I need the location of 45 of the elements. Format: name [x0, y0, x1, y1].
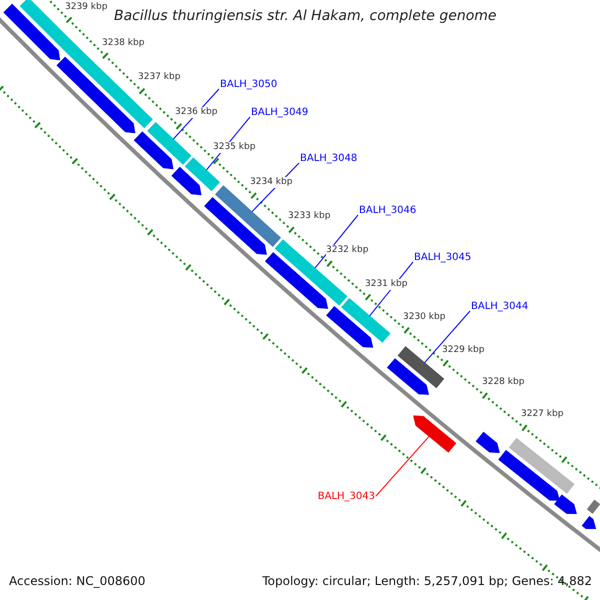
tick-label: 3231 kbp: [365, 279, 408, 290]
feature-bar: [214, 185, 282, 247]
footer-text: Topology: circular; Length: 5,257,091 bp; Genes: 4,882: [262, 574, 592, 588]
feature-bar: [586, 500, 600, 514]
gene-feature: [413, 415, 456, 453]
tick-label: 3228 kbp: [482, 377, 524, 388]
gene-label: BALH_3050: [220, 79, 278, 91]
leader-line: [376, 436, 430, 496]
feature-bar: [274, 239, 348, 306]
tick-label: 3229 kbp: [442, 345, 484, 356]
feature-bar: [147, 122, 192, 165]
gene-label: BALH_3049: [251, 107, 308, 119]
tick-label: 3232 kbp: [326, 245, 368, 256]
tick-label: 3230 kbp: [403, 312, 446, 323]
gene-feature: [264, 252, 328, 309]
gene-feature: [582, 516, 596, 530]
tick-label: 3237 kbp: [138, 72, 180, 83]
gene-feature: [386, 358, 429, 395]
footer-text: Accession: NC_008600: [9, 574, 146, 588]
gene-feature: [326, 306, 374, 348]
gene-label: BALH_3045: [414, 252, 472, 264]
gene-feature: [56, 56, 136, 134]
gene-label: BALH_3044: [471, 301, 528, 313]
tick-label: 3235 kbp: [213, 142, 256, 153]
gene-feature: [476, 432, 500, 453]
leader-line: [424, 310, 470, 364]
tick-label: 3233 kbp: [288, 211, 330, 222]
gene-feature: [498, 450, 560, 501]
feature-bar: [508, 438, 575, 494]
tick-label: 3227 kbp: [521, 409, 564, 420]
gene-label: BALH_3046: [359, 205, 416, 217]
tick-label: 3236 kbp: [175, 107, 218, 118]
gene-feature: [3, 4, 60, 60]
tick-label: 3238 kbp: [102, 38, 144, 49]
tick-label: 3234 kbp: [250, 177, 292, 188]
tick-label: 3239 kbp: [65, 2, 108, 13]
gene-feature: [171, 166, 202, 196]
gene-label: BALH_3043: [318, 491, 375, 503]
feature-bar: [398, 346, 444, 388]
feature-bar: [184, 157, 220, 192]
title: Bacillus thuringiensis str. Al Hakam, complete genome: [114, 8, 497, 25]
gene-feature: [134, 131, 174, 170]
gene-feature: [204, 197, 267, 255]
gene-label: BALH_3048: [300, 153, 358, 165]
feature-bar: [341, 298, 390, 343]
